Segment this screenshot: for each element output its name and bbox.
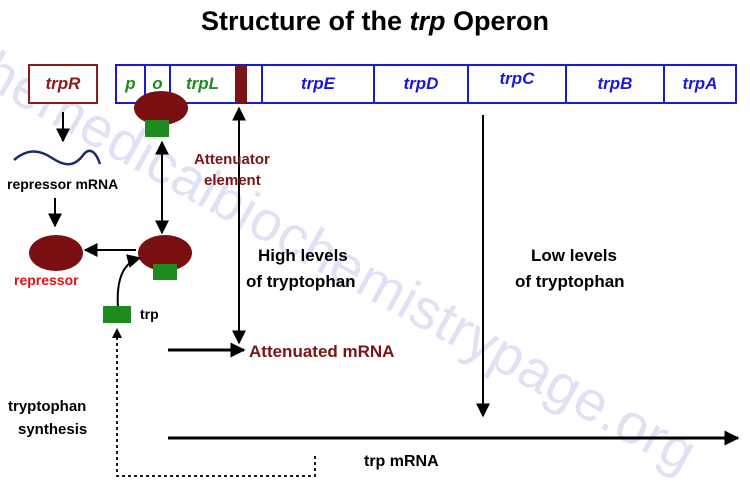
attenuator-block: [235, 65, 247, 103]
tryptophan-synthesis-label-line2: synthesis: [18, 421, 88, 438]
title-suffix: Operon: [445, 6, 550, 36]
gene-label-trpA: trpA: [682, 74, 718, 93]
trp-label: trp: [140, 306, 159, 322]
tryptophan-synthesis-label-line1: tryptophan: [8, 398, 87, 415]
gene-label-trpR: trpR: [45, 74, 81, 93]
repressor-on-operator: [134, 91, 188, 125]
diagram-title: Structure of the trp Operon: [0, 6, 750, 37]
high-trp-label-line1: High levels: [258, 246, 348, 265]
trp-binding-arrow: [116, 254, 142, 309]
gene-label-trpL: trpL: [185, 74, 220, 93]
gene-label-operator: o: [152, 74, 163, 93]
trp-on-repressor: [153, 264, 177, 280]
repressor-mrna-label: repressor mRNA: [7, 176, 119, 192]
title-prefix: Structure of the: [200, 6, 410, 36]
title-italic: trp: [409, 6, 446, 36]
trp-mrna-label: trp mRNA: [364, 453, 439, 470]
operon-bar: [115, 64, 737, 104]
operon-dividers: [144, 65, 665, 103]
low-trp-label-line1: Low levels: [531, 246, 617, 265]
tryptophan-feedback-path: [116, 335, 316, 477]
attenuator-label-line2: element: [204, 172, 261, 189]
gene-label-promoter: p: [125, 74, 136, 93]
trp-on-operator: [145, 120, 169, 137]
active-repressor: [138, 235, 192, 271]
gene-label-trpE: trpE: [301, 74, 335, 93]
repressor-mrna-squiggle: [13, 149, 102, 166]
repressor-label: repressor: [14, 272, 79, 288]
attenuated-mrna-label: Attenuated mRNA: [249, 342, 395, 361]
feedback-arrowhead: [112, 328, 122, 338]
trpR-gene-box: [28, 64, 98, 104]
high-trp-label-line2: of tryptophan: [246, 272, 356, 291]
gene-label-trpC: trpC: [499, 69, 535, 88]
low-trp-label-line2: of tryptophan: [515, 272, 625, 291]
free-repressor: [29, 235, 83, 271]
gene-label-trpD: trpD: [403, 74, 439, 93]
attenuator-label-line1: Attenuator: [194, 151, 270, 168]
gene-label-trpB: trpB: [597, 74, 633, 93]
free-trp: [103, 306, 131, 323]
